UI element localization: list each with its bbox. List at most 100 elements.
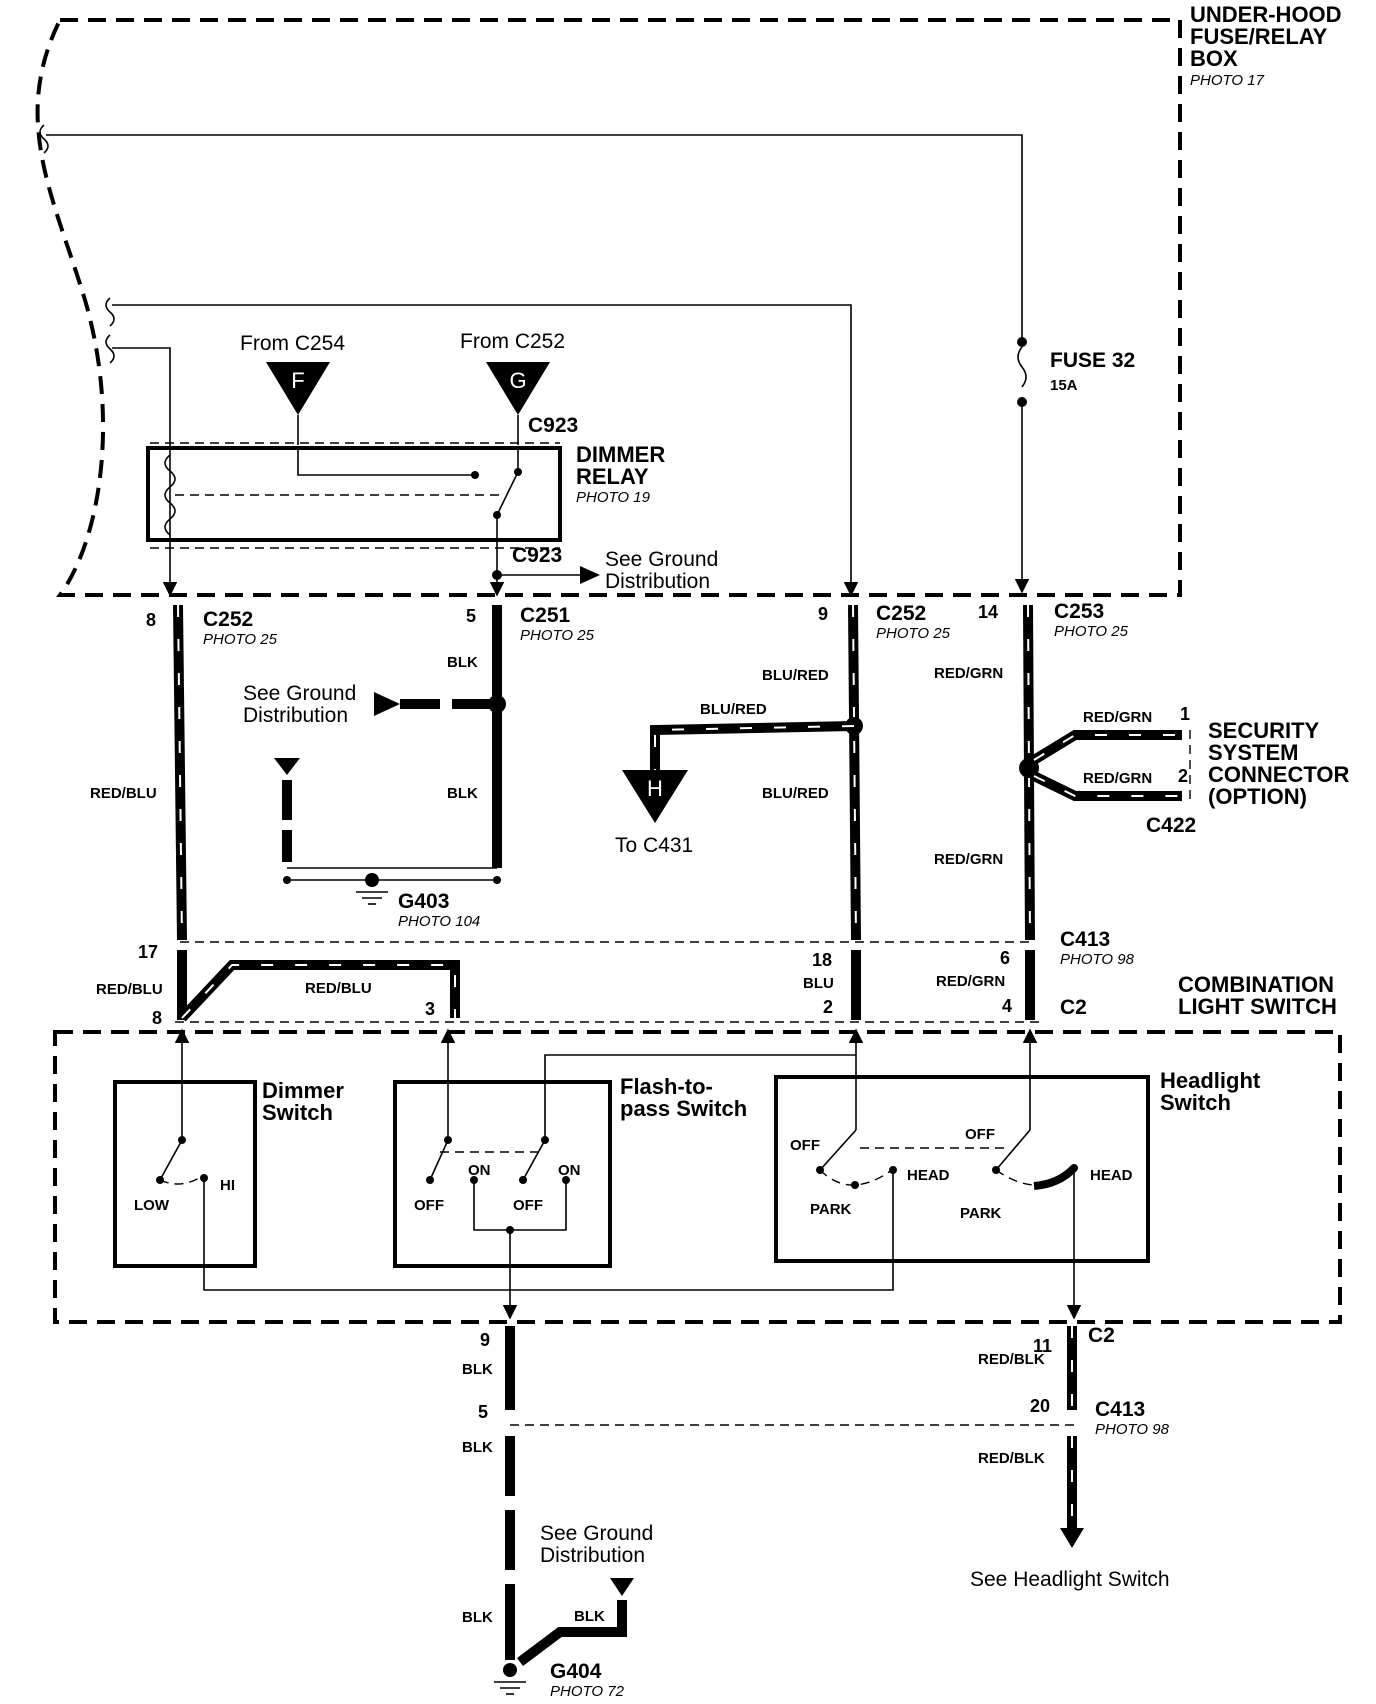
flash-switch-title-2: pass Switch (620, 1096, 747, 1121)
security-title-4: (OPTION) (1208, 784, 1307, 809)
terminal-g-letter: G (509, 368, 526, 393)
flash-switch-internals (426, 1028, 856, 1320)
headlight-switch-title-2: Switch (1160, 1090, 1231, 1115)
terminal-f-triangle (266, 362, 330, 415)
terminal-h-label: To C431 (615, 834, 693, 857)
wire-red-blu-main-stripe (177, 604, 183, 941)
headlight-note: See Headlight Switch (970, 1568, 1170, 1591)
feed-wire-c252 (112, 304, 859, 597)
headlight-switch-internals (816, 1028, 1082, 1320)
relay-ground-arrow (580, 566, 600, 584)
wire-label-red-grn-4: RED/GRN (934, 851, 1003, 868)
g404-name: G404 (550, 1660, 602, 1683)
c2-top-pin-c: 2 (823, 997, 833, 1017)
c252-left-name: C252 (203, 608, 253, 631)
relay-internals (164, 448, 522, 540)
dimmer-switch-title-1: Dimmer (262, 1078, 344, 1103)
left-ground-note-1: See Ground (243, 682, 356, 705)
wire-label-blu-red-3: BLU/RED (762, 785, 829, 802)
flash-switch-box (393, 1080, 612, 1268)
dimmer-relay-box (146, 446, 562, 542)
c2-bottom-pin-left: 9 (480, 1330, 490, 1350)
wire-red-blu-jumper-stripe (181, 964, 456, 1019)
c413-bottom-pin-right: 20 (1030, 1396, 1050, 1416)
combo-title-2: LIGHT SWITCH (1178, 994, 1337, 1019)
wire-label-red-blu-3: RED/BLU (305, 980, 372, 997)
headlight-off-2: OFF (965, 1126, 995, 1143)
wire-label-red-grn-2: RED/GRN (1083, 709, 1152, 726)
c413-bottom-pin-left: 5 (478, 1402, 488, 1422)
dimmer-hi: HI (220, 1177, 235, 1194)
flash-switch-title-1: Flash-to- (620, 1074, 713, 1099)
fuse-terminal-top (1017, 337, 1027, 347)
headlight-off-1: OFF (790, 1137, 820, 1154)
wire-label-red-grn-1: RED/GRN (934, 665, 1003, 682)
wire-label-blu-red-2: BLU/RED (700, 701, 767, 718)
terminal-h-letter: H (647, 776, 663, 801)
wire-label-blk-6: BLK (574, 1608, 605, 1625)
flash-off-1: OFF (414, 1197, 444, 1214)
c2-top-pin-a: 8 (152, 1008, 162, 1028)
c413-top-pin-left: 17 (138, 942, 158, 962)
headlight-park-1: PARK (810, 1201, 852, 1218)
fuse-name: FUSE 32 (1050, 349, 1135, 372)
ground-dist-arrow-left (374, 692, 400, 716)
wire-label-blk-1: BLK (447, 654, 478, 671)
g403-name: G403 (398, 890, 449, 913)
fuse-box-title-3: BOX (1190, 46, 1238, 71)
relay-contact-no (471, 471, 479, 479)
power-symbol-2 (105, 297, 115, 327)
terminal-h-triangle (622, 770, 688, 823)
c251-photo: PHOTO 25 (520, 627, 595, 644)
dimmer-switch-box (113, 1080, 257, 1268)
c413-top-name: C413 (1060, 928, 1110, 951)
wire-label-blk-2: BLK (447, 785, 478, 802)
c252-right-name: C252 (876, 602, 926, 625)
c413-top-pin-right: 6 (1000, 948, 1010, 968)
fuse-box-title-2: FUSE/RELAY (1190, 24, 1328, 49)
security-pin1: 1 (1180, 704, 1190, 724)
relay-connector-bottom: C923 (512, 544, 562, 567)
relay-photo: PHOTO 19 (576, 489, 651, 506)
from-c252-label: From C252 (460, 330, 565, 353)
combo-title-1: COMBINATION (1178, 972, 1334, 997)
g404-photo: PHOTO 72 (550, 1683, 625, 1700)
c252-left-photo: PHOTO 25 (203, 631, 278, 648)
wire-red-grn-main-stripe (1027, 604, 1031, 941)
dimmer-low: LOW (134, 1197, 170, 1214)
left-ground-note-2: Distribution (243, 704, 348, 727)
security-connector-name: C422 (1146, 814, 1196, 837)
fuse-box-title-1: UNDER-HOOD (1190, 2, 1342, 27)
power-symbol-3 (105, 334, 115, 364)
c2-bottom-name: C2 (1088, 1324, 1115, 1347)
relay-title-1: DIMMER (576, 442, 665, 467)
security-title-3: CONNECTOR (1208, 762, 1349, 787)
red-grn-splice (1019, 758, 1039, 778)
c2-top-name: C2 (1060, 996, 1087, 1019)
relay-connector-top: C923 (528, 414, 578, 437)
wire-label-red-grn-5: RED/GRN (936, 973, 1005, 990)
c252-right-photo: PHOTO 25 (876, 625, 951, 642)
terminal-f-letter: F (291, 368, 304, 393)
wire-blu-red-main-stripe (852, 604, 857, 941)
c2-top-pin-d: 4 (1002, 996, 1012, 1016)
wire-blk-ground-dist (517, 1600, 627, 1666)
wire-label-red-grn-3: RED/GRN (1083, 770, 1152, 787)
wire-label-red-blk-2: RED/BLK (978, 1450, 1045, 1467)
headlight-park-2: PARK (960, 1205, 1002, 1222)
wire-label-blk-3: BLK (462, 1361, 493, 1378)
c251-pin: 5 (466, 606, 476, 626)
dimmer-switch-internals (156, 1028, 894, 1291)
bottom-ground-note-2: Distribution (540, 1544, 645, 1567)
g403-dashed-terminal (274, 758, 300, 775)
headlight-head-1: HEAD (907, 1167, 950, 1184)
fuse-box-outline (35, 18, 1182, 597)
fuse-symbol (1017, 346, 1027, 388)
flash-off-2: OFF (513, 1197, 543, 1214)
relay-ground-note-2: Distribution (605, 570, 710, 593)
relay-title-2: RELAY (576, 464, 649, 489)
flash-on-2: ON (558, 1162, 581, 1179)
c252-right-pin: 9 (818, 604, 828, 624)
c253-name: C253 (1054, 600, 1104, 623)
